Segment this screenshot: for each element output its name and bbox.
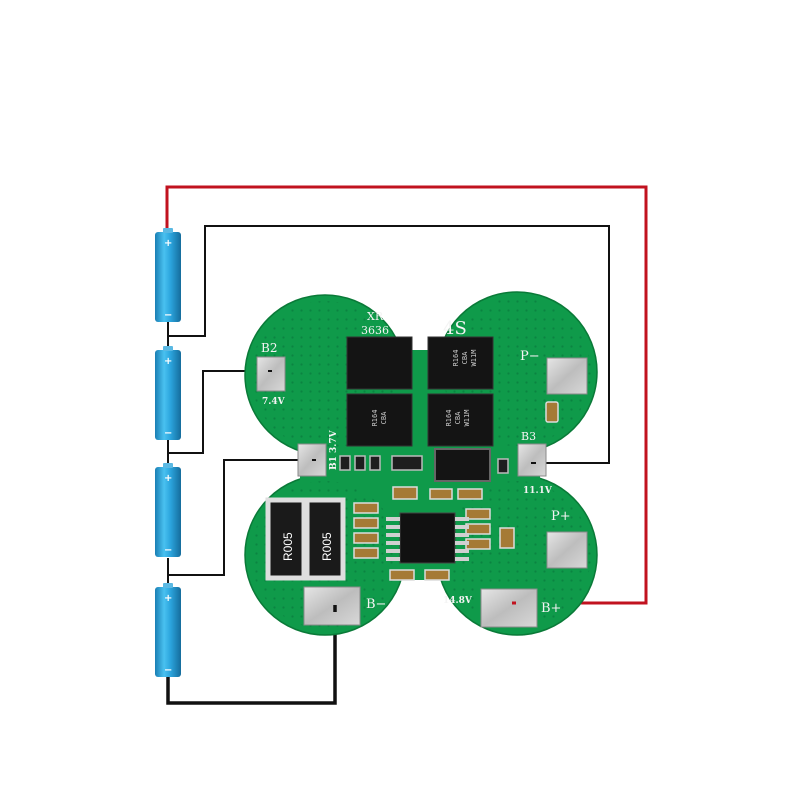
pad-b-minus [303, 586, 361, 626]
positive-wire [165, 185, 648, 605]
pad-label-p-plus: P+ [551, 509, 571, 524]
cell-minus-label: − [164, 428, 172, 439]
series-label: 4S [443, 318, 467, 339]
cell-plus-label: + [164, 593, 172, 604]
pad-b2 [256, 356, 286, 392]
cell-plus-label: + [164, 356, 172, 367]
cell-plus-label: + [164, 473, 172, 484]
chip-mark: CBA [380, 411, 388, 424]
chip-mark: W11M [463, 410, 471, 427]
model-label-line1: XR [367, 310, 384, 323]
b2-wire [168, 370, 268, 454]
pad-b-plus [480, 588, 538, 628]
chip-mark: CBA [454, 411, 462, 424]
smd-components [339, 401, 559, 581]
resistor-label: R005 [320, 532, 334, 561]
cell-minus-label: − [164, 665, 172, 676]
b1-wire [168, 459, 312, 576]
pad-p-plus [546, 531, 588, 569]
battery-cell-2: + − [155, 346, 181, 440]
pad-label-b-plus: B+ [541, 601, 561, 616]
chip-mark: CBA [461, 351, 469, 364]
battery-cell-4: + − [155, 583, 181, 677]
battery-cell-3: + − [155, 463, 181, 557]
pad-p-minus [546, 357, 588, 395]
protection-ic [386, 512, 469, 564]
battery-cells: + − + − + − + − [155, 228, 181, 677]
battery-cell-1: + − [155, 228, 181, 322]
mosfet-chip [346, 336, 413, 390]
pad-voltage-b2: 7.4V [262, 397, 286, 407]
chip-mark: R164 [371, 410, 379, 427]
sense-resistors: R005 R005 [265, 497, 346, 581]
chip-mark: W11M [470, 350, 478, 367]
b3-wire [168, 225, 610, 464]
pad-label-b3: B3 [521, 430, 536, 443]
cell-minus-label: − [164, 545, 172, 556]
mosfet-array: R164 CBA W11M R164 CBA R164 CBA W11M [346, 336, 494, 447]
mosfet-chip [427, 393, 494, 447]
model-label-line2: 3636 [361, 324, 389, 337]
cell-plus-label: + [164, 238, 172, 249]
bms-board: XR 3636 4S R164 CBA W11M R164 CBA R164 C… [244, 291, 598, 636]
solder-pads [256, 356, 588, 628]
mosfet-chip [346, 393, 413, 447]
wires [165, 185, 648, 705]
negative-wire [166, 612, 337, 705]
pad-voltage-b-plus: 14.8V [443, 596, 473, 606]
mosfet-chip [427, 336, 494, 390]
chip-mark: R164 [452, 350, 460, 367]
pad-label-p-minus: P− [520, 349, 540, 364]
pad-label-b2: B2 [261, 341, 277, 355]
pad-b3 [517, 443, 547, 477]
chip-mark: R164 [445, 410, 453, 427]
cell-minus-label: − [164, 310, 172, 321]
pad-label-b-minus: B− [366, 597, 386, 612]
pad-label-b1: B1 3.7V [329, 429, 339, 470]
resistor-label: R005 [281, 532, 295, 561]
pad-voltage-b3: 11.1V [523, 486, 553, 496]
wire-terminations [268, 370, 536, 612]
